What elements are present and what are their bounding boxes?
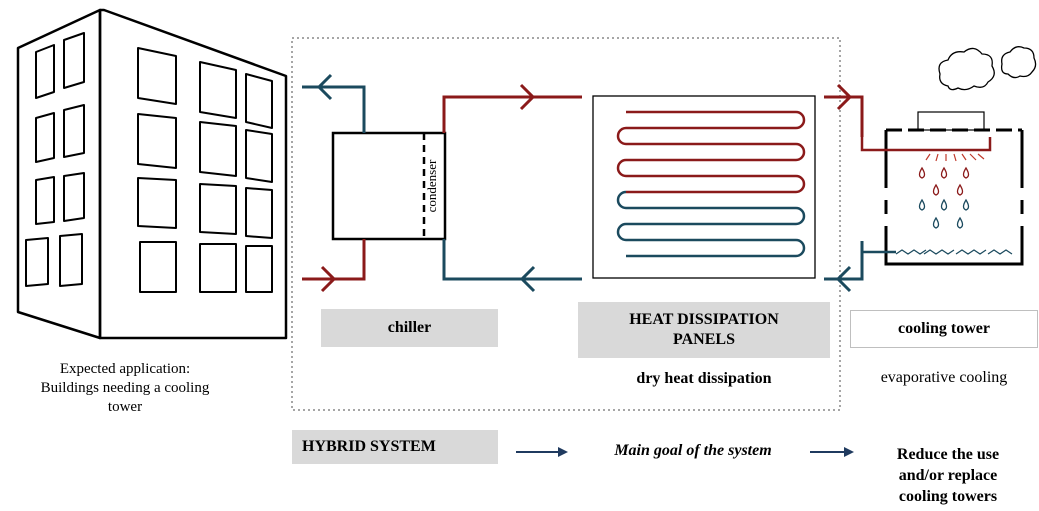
cloud-icon [938,47,995,91]
panel-to-tower-pipe [824,95,864,137]
goal-result-line: and/or replace [898,467,998,484]
chiller-hot-inlet-pipe [302,239,366,281]
dry-heat-dissipation-caption: dry heat dissipation [636,370,772,387]
hybrid-system-label: HYBRID SYSTEM [292,430,498,464]
heat-dissipation-panel [592,95,816,279]
building-caption-line: Expected application: [59,361,191,377]
arrow-right-icon [516,447,568,457]
arrow-right-icon [836,83,853,111]
arrow-left-icon [835,265,852,293]
arrow-right-icon [519,83,536,111]
arrow-right-icon [320,265,337,293]
goal-result-line: Reduce the use [896,446,1000,463]
evaporative-cooling-caption: evaporative cooling [880,369,1008,386]
chiller-cold-outlet-pipe [302,85,366,133]
goal-result-line: cooling towers [898,488,998,505]
main-goal-label: Main goal of the system [614,442,772,459]
panels-label-line: HEAT DISSIPATION [629,311,779,328]
condenser-hot-outlet-pipe [442,95,582,133]
goal-result-text: Reduce the use and/or replace cooling to… [858,444,1038,507]
heat-dissipation-panels-label: HEAT DISSIPATION PANELS [578,302,830,358]
condenser-label: condenser [424,159,439,213]
chiller-label: chiller [321,309,498,347]
condenser-cold-return-pipe [442,239,582,281]
hot-coil [616,110,806,194]
arrow-right-icon [810,447,854,457]
cold-coil [616,190,806,258]
building-caption-line: Buildings needing a cooling [40,380,210,396]
arrow-left-icon [316,73,333,101]
building-caption-line: tower [107,399,143,415]
building-caption: Expected application: Buildings needing … [2,360,248,417]
cloud-icon [1000,46,1037,79]
chiller-unit [331,131,447,241]
panels-label-line: PANELS [673,331,735,348]
building-icon [16,8,288,340]
cooling-tower-unit [860,111,1024,266]
cooling-tower-label: cooling tower [850,310,1038,348]
arrow-left-icon [519,265,536,293]
water-droplets [918,166,970,229]
